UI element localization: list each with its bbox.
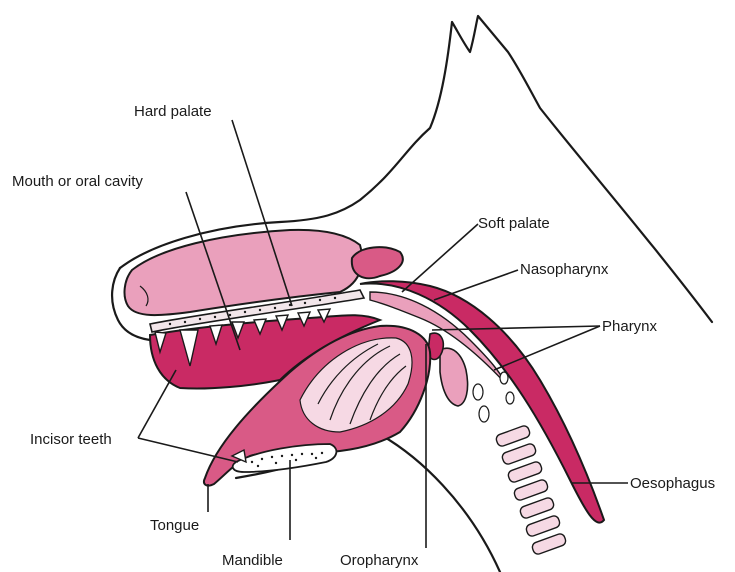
label-oesophagus: Oesophagus xyxy=(630,475,715,492)
neck-outline xyxy=(372,430,500,572)
leader-nasopharynx xyxy=(434,270,518,300)
label-oropharynx: Oropharynx xyxy=(340,552,419,569)
label-incisor-teeth: Incisor teeth xyxy=(30,431,112,448)
label-mouth: Mouth or oral cavity xyxy=(12,173,143,190)
label-soft-palate: Soft palate xyxy=(478,215,550,232)
soft-palate-shape xyxy=(352,247,403,278)
label-nasopharynx: Nasopharynx xyxy=(520,261,609,278)
larynx-cartilages xyxy=(473,372,514,422)
label-pharynx: Pharynx xyxy=(602,318,658,335)
leader-soft-palate xyxy=(402,224,478,292)
label-hard-palate: Hard palate xyxy=(134,103,212,120)
label-mandible: Mandible xyxy=(222,552,283,569)
larynx-shape xyxy=(440,348,468,406)
label-tongue: Tongue xyxy=(150,517,199,534)
leader-incisor-1 xyxy=(138,370,176,438)
